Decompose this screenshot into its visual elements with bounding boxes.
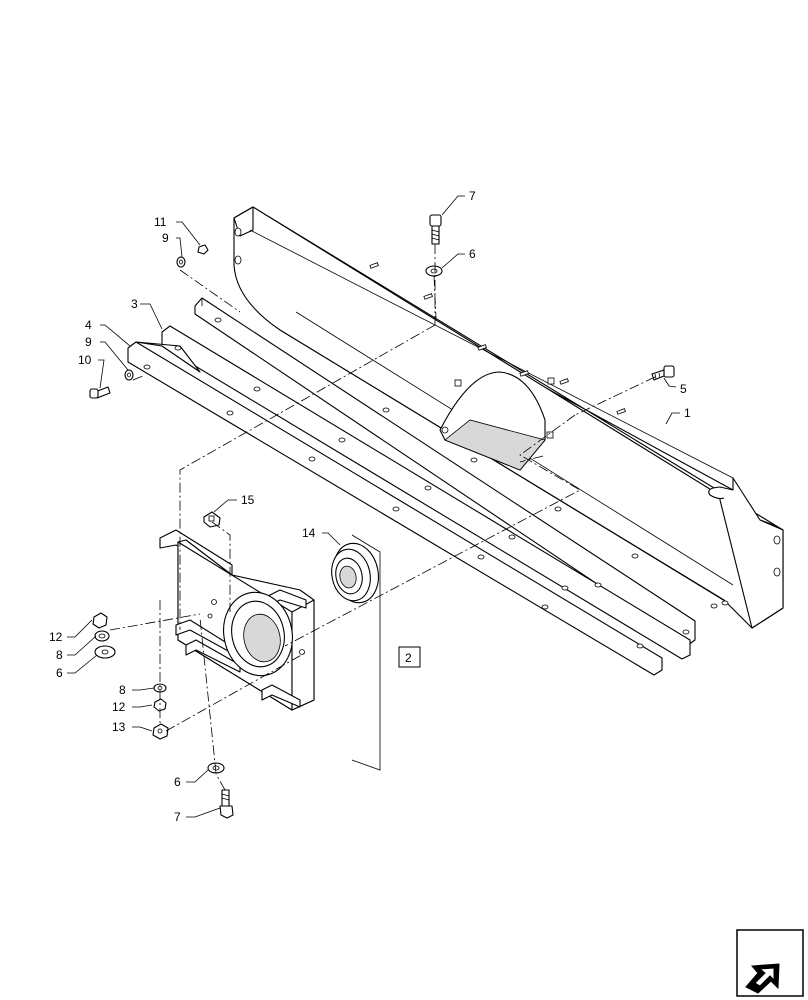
- callout-2-box: 2: [398, 646, 421, 668]
- bearing-14: [331, 542, 379, 604]
- callout-4: 4: [85, 318, 92, 332]
- callout-6-left: 6: [56, 666, 63, 680]
- bar-4: [127, 325, 718, 676]
- strip-3: [194, 297, 696, 646]
- callout-9-top: 9: [162, 231, 169, 245]
- group-bracket: [351, 534, 381, 771]
- callout-15: 15: [241, 493, 255, 507]
- callout-6-top: 6: [469, 247, 476, 261]
- bolt-7-bottom: [219, 789, 234, 819]
- bolt-10: [89, 386, 111, 399]
- callout-7-top: 7: [469, 189, 476, 203]
- callout-5: 5: [680, 382, 687, 396]
- callout-2: 2: [405, 651, 412, 665]
- callout-8-mid: 8: [119, 683, 126, 697]
- callout-13: 13: [112, 720, 126, 734]
- callout-3: 3: [131, 297, 138, 311]
- washer-9-left: [124, 369, 134, 381]
- nut-11: [197, 244, 209, 255]
- callout-9-left: 9: [85, 335, 92, 349]
- callout-10: 10: [78, 353, 92, 367]
- callout-1: 1: [684, 406, 691, 420]
- bolt-5: [651, 365, 675, 381]
- assembly-lines: [109, 244, 656, 791]
- washer-6-left: [94, 645, 116, 659]
- callout-14: 14: [302, 526, 316, 540]
- nut-12-left: [92, 612, 108, 629]
- callout-11: 11: [154, 215, 167, 229]
- next-view-arrow-icon[interactable]: [736, 929, 804, 997]
- callout-6-bottom: 6: [174, 775, 181, 789]
- washer-9-top: [176, 256, 186, 268]
- callout-7-bottom: 7: [174, 810, 181, 824]
- clip-15: [203, 511, 221, 528]
- washer-6-top: [425, 265, 443, 277]
- nut-13: [152, 723, 169, 740]
- channel-housing: [233, 206, 784, 629]
- callout-12-left: 12: [49, 630, 63, 644]
- bearing-housing: [159, 529, 315, 711]
- leader-lines: [67, 195, 680, 818]
- bolt-7-top: [429, 214, 442, 245]
- callout-12-mid: 12: [112, 700, 126, 714]
- washer-8-left: [94, 630, 110, 642]
- callout-8-left: 8: [56, 648, 63, 662]
